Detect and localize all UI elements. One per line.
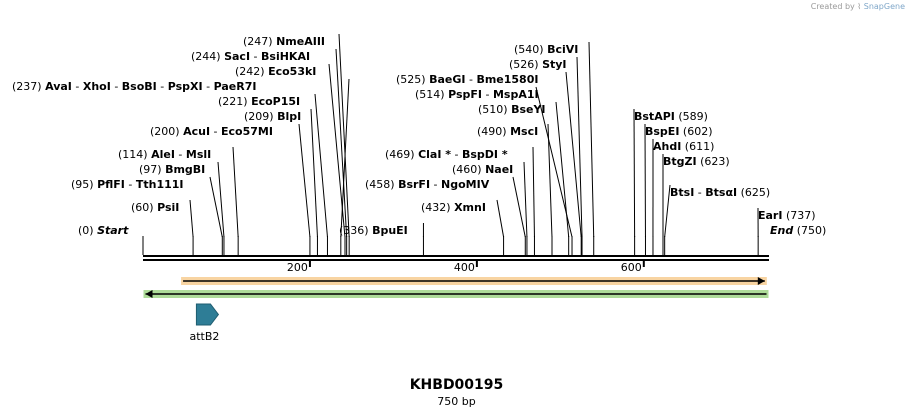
primer-arrowhead: [757, 277, 765, 285]
restriction-site-label: (95) PflFI - Tth111I: [71, 178, 184, 191]
restriction-site-label: (200) AcuI - Eco57MI: [150, 125, 273, 138]
restriction-site-label: (221) EcoP15I: [218, 95, 300, 108]
restriction-site-connector: [298, 123, 311, 238]
restriction-site-label: (525) BaeGI - Bme1580I: [396, 73, 538, 86]
restriction-site-label: (540) BciVI: [514, 43, 578, 56]
sequence-backbone: [143, 255, 769, 261]
restriction-site-connector: [512, 176, 526, 238]
restriction-site-connector: [217, 161, 225, 238]
restriction-site-label: (97) BmgBI: [139, 163, 205, 176]
restriction-site-connector: [523, 161, 528, 238]
snapgene-credit: Created by ⌇ SnapGene: [811, 2, 905, 11]
sequence-title: KHBD00195: [409, 377, 504, 393]
restriction-site-connector: [335, 48, 348, 238]
feature-arrows: attB2: [143, 277, 769, 343]
restriction-site-label: (526) StyI: [509, 58, 567, 71]
sequence-end-label: End (750): [770, 224, 826, 237]
restriction-site-label: BtsI - BtsαI (625): [670, 186, 770, 199]
restriction-site-connector: [535, 86, 573, 238]
ruler-tick-label: 600: [621, 261, 642, 274]
ruler-tick-label: 200: [287, 261, 308, 274]
restriction-site-label: (60) PsiI: [131, 201, 179, 214]
restriction-site-label: (514) PspFI - MspA1I: [415, 88, 539, 101]
restriction-site-label: BstAPI (589): [634, 110, 708, 123]
credit-prefix: Created by: [810, 2, 855, 11]
feature-arrow-attb2: [195, 303, 220, 326]
restriction-site-connector: [232, 146, 239, 238]
ruler-ticks: 200 400 600: [287, 260, 645, 274]
sequence-end-label: (0) Start: [78, 224, 129, 237]
restriction-site-label: (469) ClaI * - BspDI *: [385, 148, 508, 161]
restriction-site-connector: [328, 63, 346, 238]
restriction-site-connector: [547, 123, 553, 238]
restriction-site-connector: [310, 108, 318, 238]
restriction-site-connector: [314, 93, 328, 238]
restriction-site-label: (242) Eco53kI: [235, 65, 316, 78]
credit-brand: SnapGene: [863, 2, 905, 11]
restriction-site-labels: (0) Start End (750) (336) BpuEI (60) PsiI (4…: [12, 35, 826, 237]
restriction-site-label: (114) AleI - MslI: [118, 148, 211, 161]
restriction-site-label: AhdI (611): [653, 140, 714, 153]
restriction-site-label: EarI (737): [758, 209, 816, 222]
restriction-site-label: (460) NaeI: [452, 163, 513, 176]
restriction-site-lines: [142, 33, 759, 255]
primer-arrowhead: [145, 290, 153, 298]
feature-label-attb2: attB2: [189, 330, 219, 343]
restriction-site-label: (244) SacI - BsiHKAI: [191, 50, 310, 63]
ruler-tick-label: 400: [454, 261, 475, 274]
restriction-site-label: (237) AvaI - XhoI - BsoBI - PspXI - PaeR…: [12, 80, 256, 93]
restriction-site-label: BtgZI (623): [663, 155, 730, 168]
restriction-site-label: (336) BpuEI: [339, 224, 408, 237]
restriction-site-label: BspEI (602): [645, 125, 713, 138]
sequence-length: 750 bp: [437, 395, 476, 408]
restriction-site-connector: [588, 41, 595, 238]
restriction-site-connector: [189, 199, 194, 238]
restriction-site-label: (247) NmeAIII: [243, 35, 325, 48]
restriction-site-label: (510) BseYI: [478, 103, 546, 116]
restriction-site-label: (490) MscI: [477, 125, 538, 138]
restriction-site-label: (432) XmnI: [421, 201, 486, 214]
restriction-site-connector: [532, 146, 535, 238]
restriction-site-label: (458) BsrFI - NgoMIV: [365, 178, 490, 191]
restriction-site-connector: [633, 108, 636, 238]
restriction-site-connector: [338, 33, 350, 238]
restriction-site-connector: [576, 56, 583, 238]
restriction-site-connector: [565, 71, 582, 238]
restriction-site-connector: [664, 184, 671, 238]
restriction-site-connector: [496, 199, 505, 238]
restriction-site-label: (209) BlpI: [244, 110, 301, 123]
restriction-site-connector: [209, 176, 223, 238]
snapgene-logo-icon: ⌇: [857, 2, 862, 11]
